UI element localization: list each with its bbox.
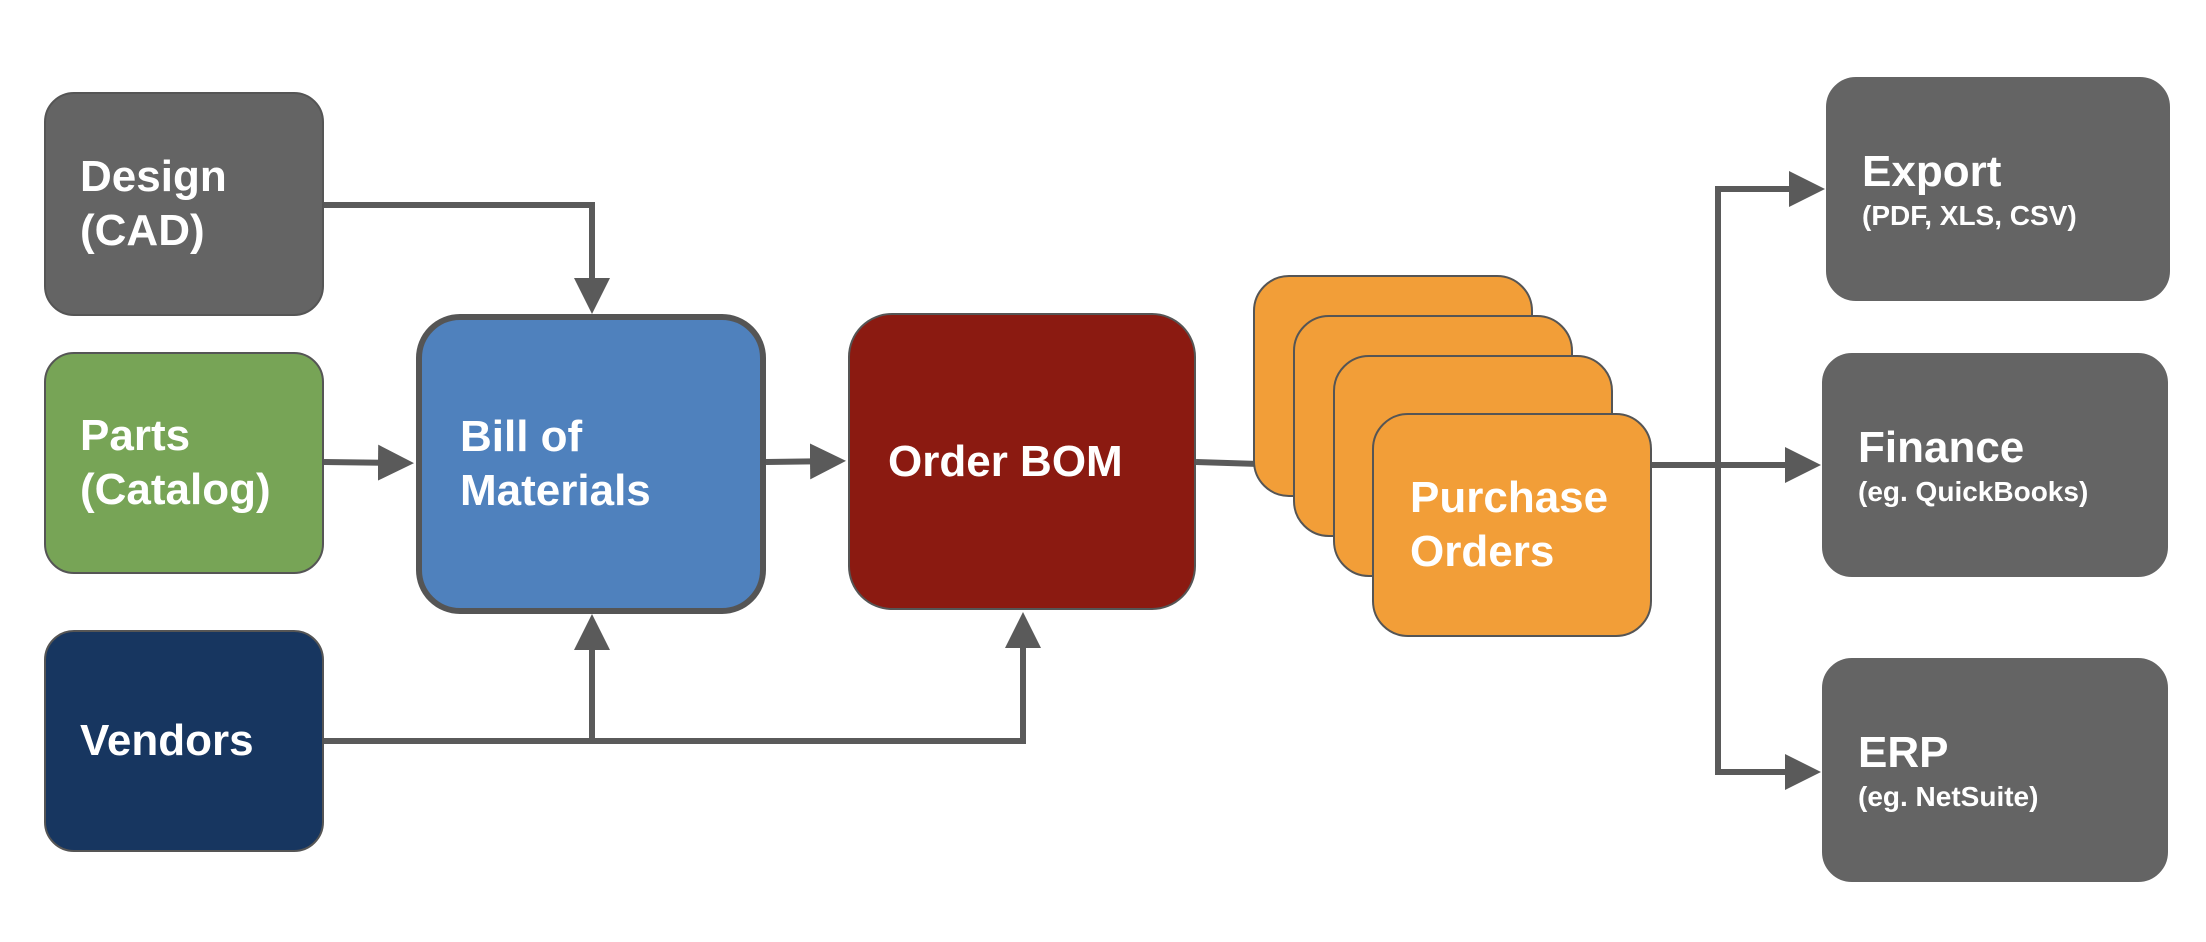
finance-node: Finance (eg. QuickBooks) (1822, 353, 2168, 577)
erp-title: ERP (1858, 728, 1949, 777)
bill-of-materials-node: Bill of Materials (416, 314, 766, 614)
bom-label-line1: Bill of (460, 412, 583, 461)
vendors-label: Vendors (80, 716, 254, 765)
order-bom-node: Order BOM (848, 313, 1196, 610)
finance-subtitle: (eg. QuickBooks) (1858, 476, 2089, 507)
design-node: Design (CAD) (44, 92, 324, 316)
erp-node: ERP (eg. NetSuite) (1822, 658, 2168, 882)
parts-node: Parts (Catalog) (44, 352, 324, 574)
purchase-orders-label-line2: Orders (1410, 527, 1555, 576)
edge-design-to-bom (324, 202, 610, 314)
purchase-orders-label-line1: Purchase (1410, 473, 1609, 522)
edge-bom-to-order-bom (765, 443, 846, 480)
edge-vendors-to-order-bom (324, 612, 1041, 744)
edge-parts-to-bom (323, 444, 414, 481)
design-sublabel: (CAD) (80, 206, 205, 255)
export-node: Export (PDF, XLS, CSV) (1826, 77, 2170, 301)
vendors-node: Vendors (44, 630, 324, 852)
bom-label-line2: Materials (460, 466, 651, 515)
parts-label: Parts (80, 411, 191, 460)
erp-subtitle: (eg. NetSuite) (1858, 781, 2039, 812)
export-subtitle: (PDF, XLS, CSV) (1862, 200, 2077, 231)
purchase-orders-node: Purchase Orders (1372, 413, 1652, 637)
order-bom-label: Order BOM (888, 436, 1123, 486)
design-label: Design (80, 152, 227, 201)
finance-title: Finance (1858, 423, 2025, 472)
export-title: Export (1862, 147, 2002, 196)
parts-sublabel: (Catalog) (80, 465, 271, 514)
